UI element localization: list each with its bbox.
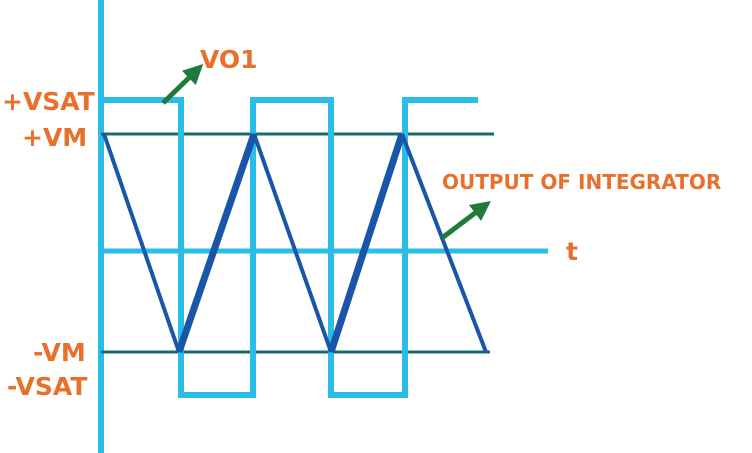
- label-integrator-output: OUTPUT OF INTEGRATOR: [442, 170, 721, 194]
- vo1-pointer-arrow: [161, 64, 204, 105]
- label-vm-positive: +VM: [22, 123, 87, 152]
- triangle-segment-rising-1: [175, 132, 258, 354]
- square-wave-vo1: [101, 97, 478, 398]
- triangle-segment-falling-1: [102, 133, 181, 353]
- label-time-axis: t: [566, 237, 578, 266]
- triangle-segment-falling-2: [252, 133, 333, 353]
- label-vm-negative: -VM: [33, 338, 86, 367]
- label-vsat-positive: +VSAT: [2, 87, 95, 116]
- triangle-segment-rising-2: [327, 132, 406, 354]
- triangle-segment-falling-3: [400, 133, 488, 353]
- label-vo1: VO1: [200, 45, 258, 74]
- integrator-pointer-arrow: [440, 200, 491, 240]
- triangle-wave-integrator: [102, 132, 488, 354]
- label-vsat-negative: -VSAT: [7, 372, 87, 401]
